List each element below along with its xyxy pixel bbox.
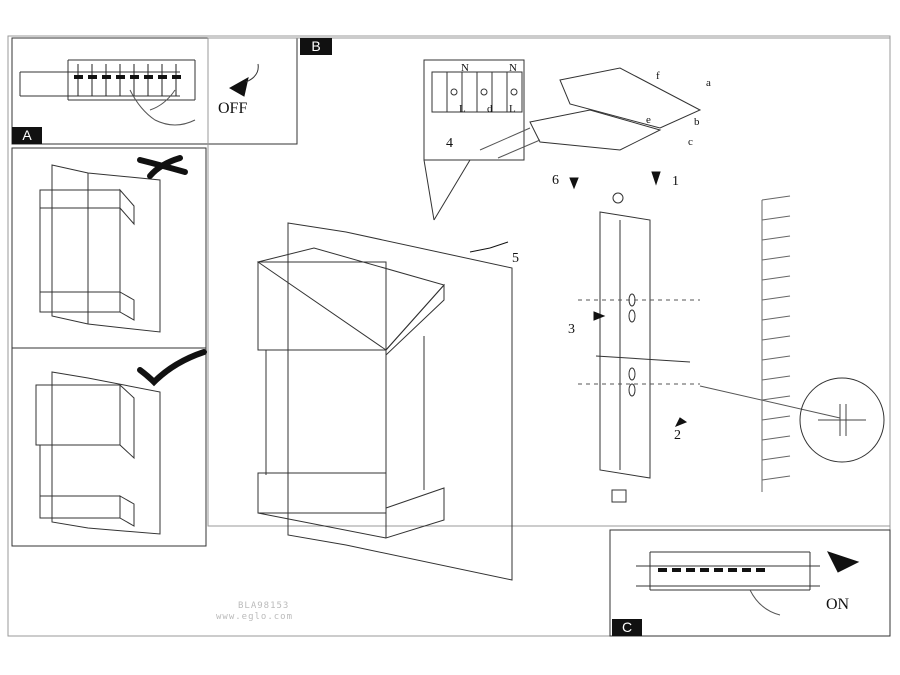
part-b-label: b [694, 116, 700, 128]
website-text: www.eglo.com [216, 612, 294, 622]
terminal-d-label: d [487, 103, 493, 115]
panel-b-badge: B [300, 38, 332, 55]
part-a-label: a [706, 77, 711, 89]
step-5-label: 5 [512, 251, 519, 266]
breaker-strip-off [19, 59, 196, 126]
panel-a-badge: A [12, 127, 42, 144]
arrow-2-icon [674, 417, 688, 427]
breaker-strip-on [636, 551, 820, 616]
panel-b-frame [207, 37, 891, 527]
terminal-n1-label: N [461, 62, 469, 74]
wrong-lamp-sketch [39, 164, 161, 333]
part-c-label: c [688, 136, 693, 148]
on-arrow-icon [827, 551, 860, 573]
wrong-example-frame [11, 147, 207, 349]
step-6-label: 6 [552, 173, 559, 188]
terminal-l1-label: L [459, 103, 466, 115]
part-f-label: f [656, 70, 660, 82]
terminal-l2-label: L [509, 103, 516, 115]
arrow-3-icon [593, 311, 606, 321]
main-lamp-sketch [256, 222, 513, 581]
wall-hatching [761, 195, 791, 492]
wiring-detail-frame [423, 59, 525, 221]
correct-lamp-sketch [35, 371, 161, 535]
step-2-label: 2 [674, 428, 681, 443]
arrow-1-icon [651, 171, 661, 186]
mounting-bracket [599, 192, 651, 503]
wrong-cross-icon [137, 155, 188, 179]
correct-check-icon [137, 349, 207, 387]
anchor-detail-circle [799, 377, 885, 463]
model-code: BLA98153 [238, 601, 290, 611]
panel-c-frame [609, 529, 891, 637]
on-label: ON [826, 596, 850, 613]
step-4-label: 4 [446, 136, 453, 151]
terminal-n2-label: N [509, 62, 517, 74]
part-e-label: e [646, 114, 651, 126]
panel-a-frame [11, 37, 298, 145]
junction-box-sketch [479, 67, 702, 159]
panel-c-badge: C [612, 619, 642, 636]
off-label: OFF [218, 100, 248, 117]
terminal-block [431, 71, 523, 113]
step-1-label: 1 [672, 174, 679, 189]
step-3-label: 3 [568, 322, 575, 337]
correct-example-frame [11, 347, 207, 547]
off-arrow-icon [228, 77, 249, 97]
arrow-6-icon [569, 177, 579, 190]
